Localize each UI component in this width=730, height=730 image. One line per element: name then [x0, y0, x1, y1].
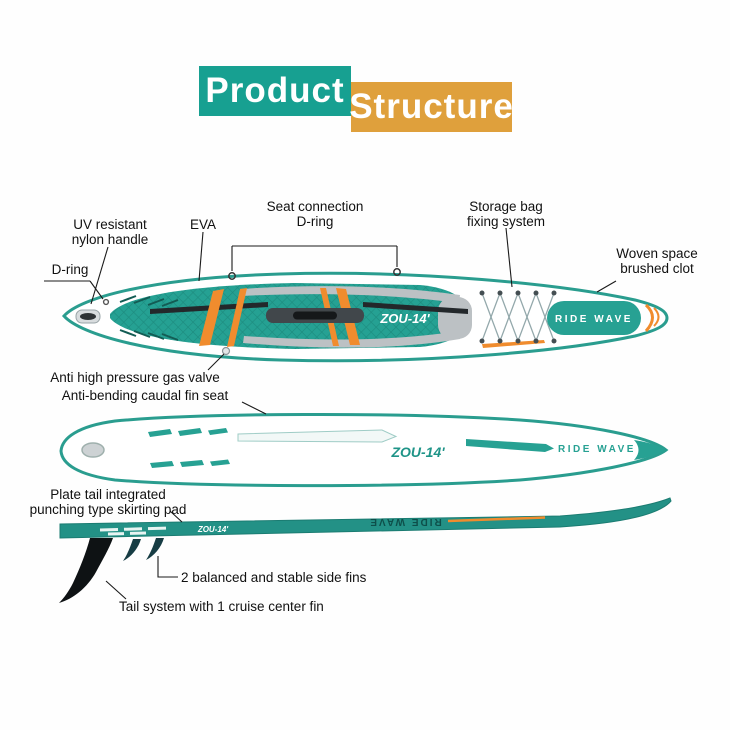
label-eva: EVA [178, 217, 228, 232]
side-white-dashes [99, 526, 167, 536]
board-side-view: ZOU-14' RIDE WAVE [59, 497, 672, 603]
label-line: 2 balanced and stable side fins [181, 570, 367, 585]
gas-valve [221, 346, 231, 356]
leader-eva [198, 231, 204, 282]
label-caudal-fin: Anti-bending caudal fin seat [30, 388, 260, 403]
board-bottom-view: ZOU-14' RIDE WAVE [59, 412, 669, 488]
seat-d-ring-right [393, 268, 401, 276]
callout-lines [44, 227, 617, 600]
bungee-cords [481, 292, 555, 342]
leader-side-fins [157, 556, 178, 578]
bottom-swoosh [466, 439, 554, 452]
board-bottom-brand-text: RIDE WAVE [558, 444, 636, 455]
leader-d-ring [89, 280, 104, 300]
pad-orange-stripes [199, 288, 545, 348]
bottom-handle-recess [81, 442, 105, 458]
nose-d-ring [102, 298, 110, 306]
side-fin-1 [123, 539, 141, 561]
label-line: punching type skirting pad [29, 502, 187, 517]
center-fin [59, 538, 113, 603]
bottom-tail-tip [634, 440, 666, 460]
label-line: EVA [189, 217, 216, 232]
brand-band [547, 301, 641, 335]
label-line: brushed clot [620, 261, 694, 276]
label-line: Anti high pressure gas valve [50, 370, 220, 385]
center-handle-grip [293, 311, 337, 320]
pad-gray-right [438, 297, 472, 339]
label-woven-space: Woven space brushed clot [592, 246, 722, 276]
leader-caudal-fin [241, 401, 267, 415]
pad-gray-bottom [243, 331, 460, 348]
label-line: Storage bag [469, 199, 543, 214]
label-gas-valve: Anti high pressure gas valve [30, 370, 240, 385]
side-orange-stripe [447, 516, 546, 523]
board-side-model-text: ZOU-14' [197, 525, 229, 534]
bottom-teal-dashes [148, 428, 230, 468]
label-d-ring: D-ring [40, 262, 100, 277]
pad-black-stripe-right [363, 302, 468, 314]
nose-handle-grip [80, 313, 96, 320]
title-word-structure: Structure [349, 82, 513, 132]
label-line: UV resistant [73, 217, 147, 232]
label-line: D-ring [51, 262, 89, 277]
bottom-long-stripe [237, 429, 398, 443]
board-bottom-model-text: ZOU-14' [390, 444, 445, 460]
label-plate-tail: Plate tail integrated punching type skir… [8, 487, 208, 517]
bungee-d-rings [479, 290, 557, 344]
label-line: Tail system with 1 cruise center fin [119, 599, 324, 614]
seat-d-ring-left [228, 272, 236, 280]
leader-storage [505, 227, 513, 288]
leader-woven [596, 280, 617, 293]
label-line: Plate tail integrated [50, 487, 166, 502]
pad-hatch-lines [119, 295, 179, 341]
leader-uv-handle [90, 246, 109, 305]
leader-plate-tail [169, 510, 183, 523]
tip-orange-arc-1 [644, 303, 654, 333]
label-storage-bag: Storage bag fixing system [440, 199, 572, 229]
label-line: Woven space [616, 246, 698, 261]
label-line: Anti-bending caudal fin seat [61, 388, 229, 403]
board-top-brand-text: RIDE WAVE [555, 314, 633, 325]
board-side-outline [59, 497, 672, 539]
title-word-product: Product [199, 66, 351, 116]
leader-gas-valve [207, 353, 225, 371]
label-tail-system: Tail system with 1 cruise center fin [119, 599, 369, 614]
tip-orange-arc-2 [653, 307, 660, 327]
board-top-model-text: ZOU-14' [379, 311, 430, 326]
label-uv-handle: UV resistant nylon handle [36, 217, 184, 247]
label-line: Seat connection [266, 199, 364, 214]
side-fin-2 [146, 538, 164, 560]
label-line: D-ring [296, 214, 334, 229]
pad-gray-top [240, 286, 460, 303]
label-line: fixing system [466, 214, 546, 229]
board-top-view: ZOU-14' RIDE WAVE [61, 268, 669, 363]
label-side-fins: 2 balanced and stable side fins [181, 570, 411, 585]
label-seat-connection: Seat connection D-ring [245, 199, 385, 229]
leader-tail-system [105, 580, 127, 600]
label-line: nylon handle [71, 232, 149, 247]
board-side-brand-text: RIDE WAVE [368, 516, 441, 527]
